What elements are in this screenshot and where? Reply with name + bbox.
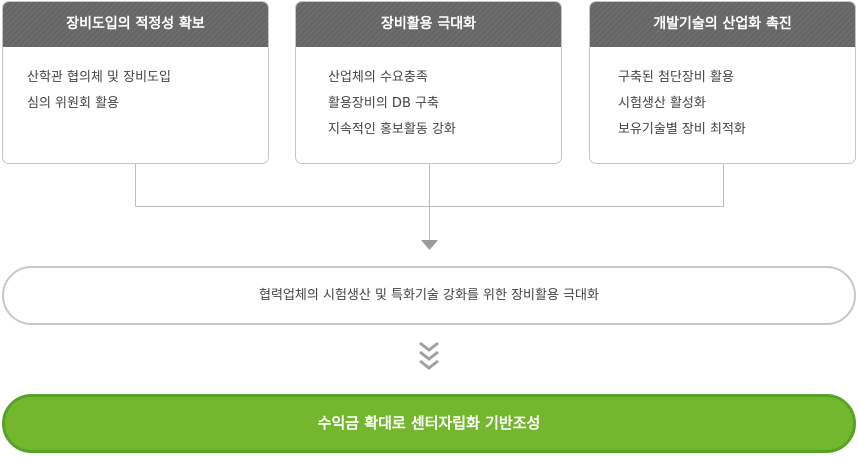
box-line: 보유기술별 장비 최적화 — [618, 122, 746, 137]
box-line: 지속적인 홍보활동 강화 — [328, 122, 456, 137]
chevron-down-icon — [419, 341, 439, 370]
box-industrialization: 개발기술의 산업화 촉진 구축된 첨단장비 활용 시험생산 활성화 보유기술별 … — [589, 1, 856, 164]
box-line: 산업체의 수요충족 — [328, 70, 428, 85]
box-title: 장비활용 극대화 — [296, 2, 561, 47]
box-equipment-introduction: 장비도입의 적정성 확보 산학관 협의체 및 장비도입 심의 위원회 활용 — [2, 1, 269, 164]
arrow-down-icon — [421, 240, 438, 250]
box-line: 심의 위원회 활용 — [27, 96, 119, 111]
box-line: 산학관 협의체 및 장비도입 — [27, 70, 171, 85]
box-title: 장비도입의 적정성 확보 — [3, 2, 268, 47]
box-line: 시험생산 활성화 — [618, 96, 706, 111]
box-line: 활용장비의 DB 구축 — [328, 96, 439, 111]
box-line: 구축된 첨단장비 활용 — [618, 70, 734, 85]
box-equipment-utilization: 장비활용 극대화 산업체의 수요충족 활용장비의 DB 구축 지속적인 홍보활동… — [295, 1, 562, 164]
middle-goal-bar: 협력업체의 시험생산 및 특화기술 강화를 위한 장비활용 극대화 — [2, 266, 856, 325]
box-title: 개발기술의 산업화 촉진 — [590, 2, 855, 47]
result-bar: 수익금 확대로 센터자립화 기반조성 — [2, 394, 856, 453]
